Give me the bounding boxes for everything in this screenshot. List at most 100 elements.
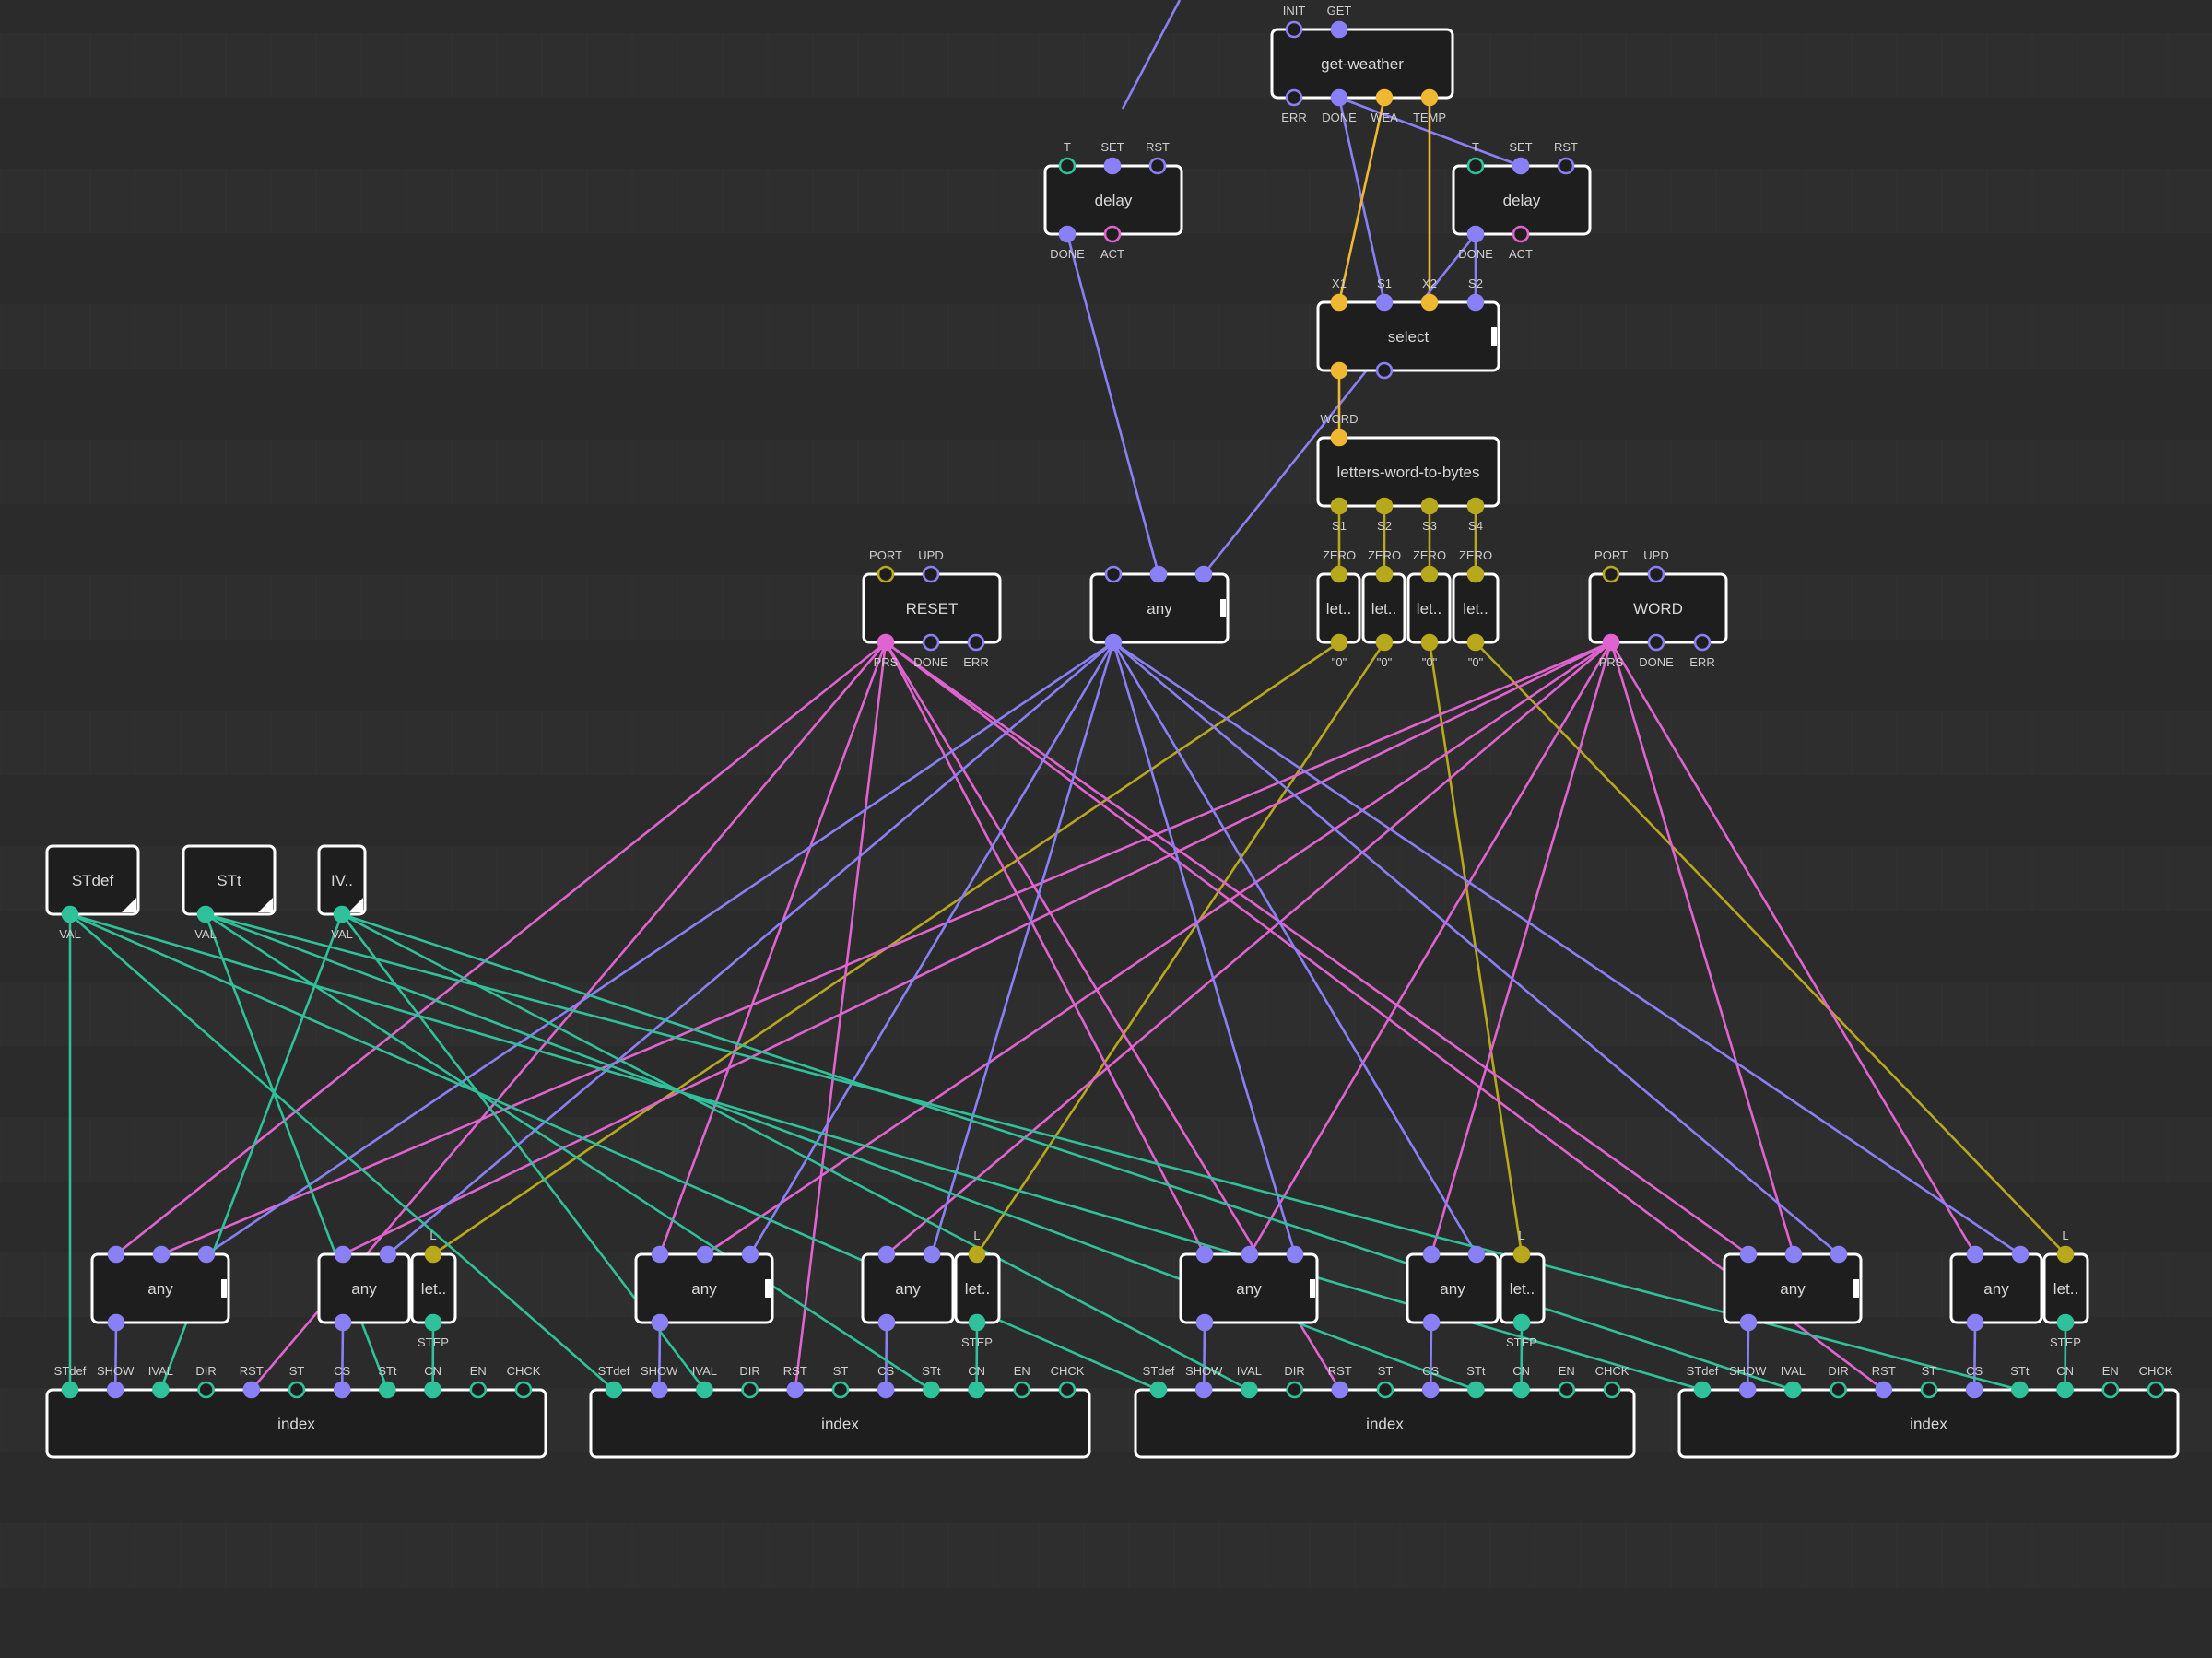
link-29[interactable]: [886, 641, 1612, 1255]
link-50[interactable]: [1972, 1322, 1977, 1391]
output-pin[interactable]: [1647, 633, 1665, 652]
input-pin[interactable]: [1558, 1381, 1576, 1399]
link-33[interactable]: [748, 641, 1115, 1255]
input-pin[interactable]: [1331, 1381, 1349, 1399]
link-2[interactable]: [1337, 97, 1386, 303]
input-pin[interactable]: [1103, 157, 1122, 175]
input-pin[interactable]: [61, 1381, 79, 1399]
input-pin[interactable]: [424, 1245, 442, 1264]
output-pin[interactable]: [1375, 633, 1394, 652]
link-39[interactable]: [1112, 641, 2021, 1256]
output-pin[interactable]: [1602, 633, 1620, 652]
output-pin[interactable]: [877, 633, 895, 652]
input-pin[interactable]: [1058, 157, 1077, 175]
node-body[interactable]: [1270, 28, 1454, 100]
input-pin[interactable]: [1557, 157, 1575, 175]
output-pin[interactable]: [424, 1313, 442, 1332]
input-pin[interactable]: [197, 1245, 216, 1264]
input-pin[interactable]: [877, 1245, 896, 1264]
output-pin[interactable]: [1330, 88, 1348, 107]
link-34[interactable]: [1112, 641, 1297, 1255]
input-pin[interactable]: [968, 1381, 985, 1399]
input-pin[interactable]: [650, 1381, 668, 1399]
input-pin[interactable]: [1693, 1381, 1712, 1399]
input-pin[interactable]: [923, 1245, 941, 1264]
input-pin[interactable]: [333, 1381, 351, 1399]
node-body[interactable]: [1316, 300, 1500, 372]
link-44[interactable]: [884, 1322, 888, 1391]
variadic-handle[interactable]: [1310, 1279, 1315, 1298]
output-pin[interactable]: [967, 633, 985, 652]
output-pin[interactable]: [1420, 633, 1439, 652]
input-pin[interactable]: [242, 1381, 261, 1399]
input-pin[interactable]: [1330, 565, 1348, 583]
input-pin[interactable]: [197, 1381, 215, 1399]
input-pin[interactable]: [831, 1381, 850, 1399]
input-pin[interactable]: [1603, 1381, 1621, 1399]
input-pin[interactable]: [379, 1381, 396, 1399]
input-pin[interactable]: [786, 1381, 805, 1399]
node-anyB2[interactable]: any: [861, 1245, 955, 1332]
link-38[interactable]: [1112, 641, 1478, 1255]
input-pin[interactable]: [922, 565, 940, 583]
input-pin[interactable]: [1647, 565, 1665, 583]
link-62[interactable]: [341, 912, 1251, 1392]
link-18[interactable]: [884, 641, 1206, 1255]
input-pin[interactable]: [696, 1245, 714, 1264]
output-pin[interactable]: [1330, 497, 1348, 515]
link-23[interactable]: [885, 641, 1885, 1392]
input-pin[interactable]: [1512, 1381, 1530, 1399]
node-body[interactable]: [45, 844, 140, 916]
node-anyA1[interactable]: any: [90, 1245, 230, 1332]
node-let1[interactable]: let..ZERO"0": [1316, 548, 1361, 669]
output-pin[interactable]: [1693, 633, 1712, 652]
input-pin[interactable]: [1421, 1381, 1440, 1399]
link-30[interactable]: [1430, 641, 1613, 1255]
input-pin[interactable]: [1920, 1381, 1938, 1399]
input-pin[interactable]: [1512, 1245, 1531, 1264]
link-46[interactable]: [1202, 1322, 1206, 1391]
output-pin[interactable]: [1422, 1313, 1441, 1332]
link-43[interactable]: [657, 1322, 662, 1391]
output-pin[interactable]: [1420, 497, 1439, 515]
link-26[interactable]: [1248, 641, 1613, 1255]
input-pin[interactable]: [1784, 1381, 1802, 1399]
input-pin[interactable]: [1148, 157, 1167, 175]
output-pin[interactable]: [1420, 88, 1439, 107]
input-pin[interactable]: [152, 1245, 171, 1264]
node-body[interactable]: [1406, 1252, 1500, 1324]
output-pin[interactable]: [107, 1313, 125, 1332]
input-pin[interactable]: [605, 1381, 623, 1399]
input-pin[interactable]: [1330, 429, 1348, 447]
link-24[interactable]: [160, 641, 1612, 1256]
link-19[interactable]: [885, 641, 1749, 1256]
input-pin[interactable]: [379, 1245, 397, 1264]
output-pin[interactable]: [1512, 1313, 1531, 1332]
input-pin[interactable]: [2056, 1381, 2074, 1399]
input-pin[interactable]: [1286, 1245, 1304, 1264]
output-pin[interactable]: [1104, 633, 1123, 652]
input-pin[interactable]: [741, 1381, 759, 1399]
input-pin[interactable]: [1058, 1381, 1077, 1399]
input-pin[interactable]: [106, 1381, 124, 1399]
input-pin[interactable]: [1241, 1381, 1258, 1399]
input-pin[interactable]: [1420, 293, 1439, 312]
link-53[interactable]: [69, 913, 615, 1391]
node-body[interactable]: [1316, 436, 1500, 508]
link-31[interactable]: [1609, 641, 1977, 1255]
link-6[interactable]: [1065, 233, 1160, 575]
node-body[interactable]: [182, 844, 276, 916]
node-anyA3[interactable]: any: [1179, 1245, 1319, 1332]
output-pin[interactable]: [333, 905, 351, 923]
output-pin[interactable]: [2056, 1313, 2075, 1332]
input-pin[interactable]: [1466, 157, 1485, 175]
input-pin[interactable]: [1149, 1381, 1168, 1399]
input-pin[interactable]: [1104, 565, 1123, 583]
variadic-handle[interactable]: [765, 1279, 771, 1298]
input-pin[interactable]: [1467, 1245, 1486, 1264]
